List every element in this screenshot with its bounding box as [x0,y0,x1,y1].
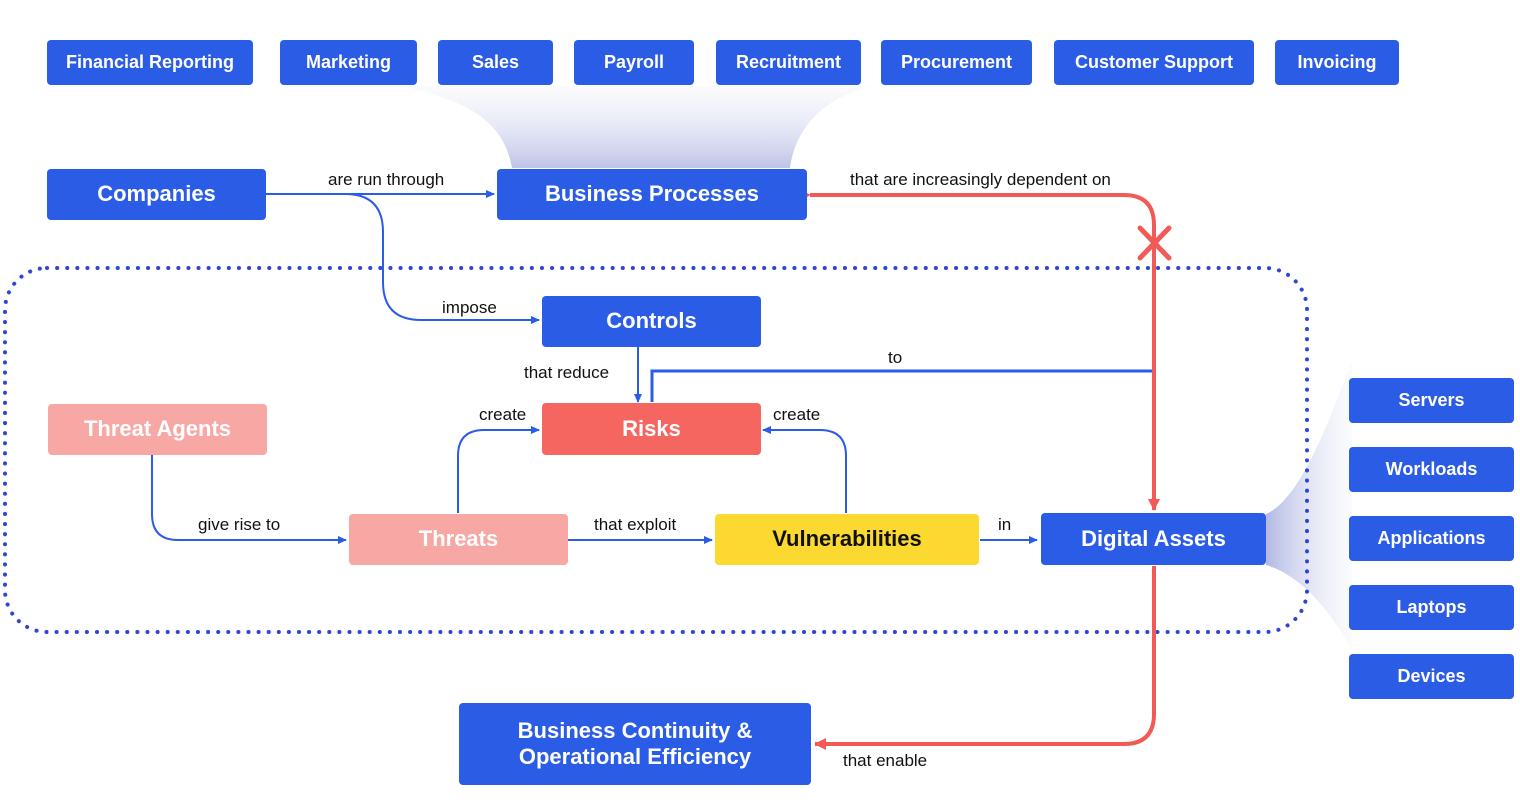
node-vulnerabilities: Vulnerabilities [715,514,979,565]
edge-companies-to-controls [266,193,540,324]
asset-servers: Servers [1349,378,1514,423]
label-that-reduce: that reduce [524,363,610,382]
asset-applications: Applications [1349,516,1514,561]
edge-threats-to-risks [457,426,540,513]
function-sales: Sales [438,40,553,85]
cross-icon [1137,225,1172,261]
function-invoicing: Invoicing [1275,40,1399,85]
node-risks: Risks [542,403,761,455]
node-business-processes: Business Processes [497,169,807,220]
edge-processes-to-assets [799,189,1160,511]
edge-vulnerabilities-to-risks [762,426,847,513]
node-companies: Companies [47,169,266,220]
function-customer-support: Customer Support [1054,40,1254,85]
label-to: to [888,348,903,367]
node-controls: Controls [542,296,761,347]
label-that-enable: that enable [843,751,928,770]
function-marketing: Marketing [280,40,417,85]
function-procurement: Procurement [881,40,1032,85]
label-increasingly-dependent: that are increasingly dependent on [850,170,1111,189]
label-in: in [998,515,1012,534]
label-are-run-through: are run through [328,170,445,189]
asset-laptops: Laptops [1349,585,1514,630]
function-recruitment: Recruitment [716,40,861,85]
edge-to-assets [650,369,1153,402]
label-impose: impose [442,298,497,317]
node-business-continuity: Business Continuity & Operational Effici… [459,703,811,785]
label-create-right: create [773,405,821,424]
node-digital-assets: Digital Assets [1041,513,1266,565]
asset-workloads: Workloads [1349,447,1514,492]
control-boundary [3,266,1309,634]
processes-funnel [395,86,870,168]
asset-devices: Devices [1349,654,1514,699]
assets-funnel [1266,360,1352,650]
edge-agents-to-threats [151,455,347,544]
label-create-left: create [479,405,527,424]
node-threat-agents: Threat Agents [48,404,267,455]
function-payroll: Payroll [574,40,694,85]
node-threats: Threats [349,514,568,565]
label-give-rise-to: give rise to [198,515,281,534]
function-financial-reporting: Financial Reporting [47,40,253,85]
label-that-exploit: that exploit [594,515,677,534]
edge-assets-to-continuity [814,566,1156,750]
